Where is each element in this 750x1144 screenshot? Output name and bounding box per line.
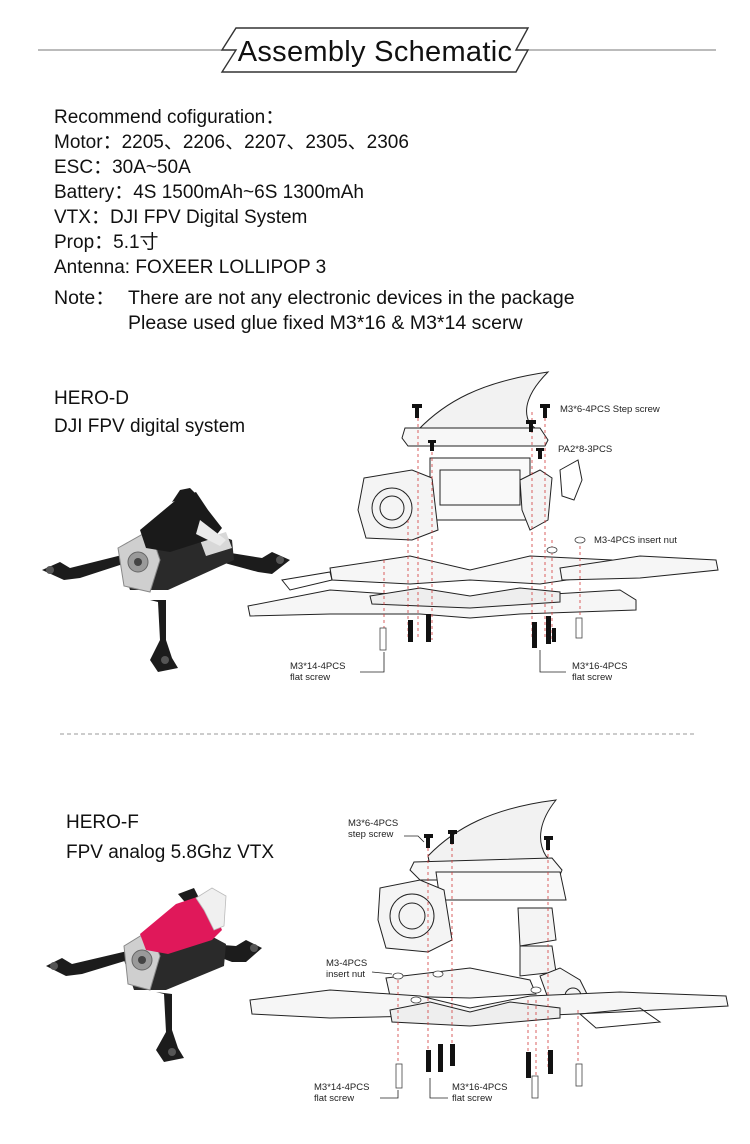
hero-f-step-line2: step screw [348,829,394,840]
hero-d-m16-label: M3*16-4PCS flat screw [572,661,627,683]
note-line-2: Please used glue fixed M3*16 & M3*14 sce… [128,312,523,334]
hero-f-m14-line1: M3*14-4PCS [314,1082,370,1093]
hero-f-m14-label: M3*14-4PCS flat screw [314,1082,369,1104]
hero-d-name: HERO-D [54,388,129,409]
hero-d-m14-line1: M3*14-4PCS [290,661,346,672]
config-prop: Prop：5.1寸 [54,232,159,253]
config-antenna: Antenna: FOXEER LOLLIPOP 3 [54,257,327,278]
config-vtx: VTX：DJI FPV Digital System [54,207,308,228]
config-esc: ESC：30A~50A [54,157,191,178]
hero-f-name: HERO-F [66,812,139,833]
hero-f-step-line1: M3*6-4PCS [348,818,399,829]
hero-d-pa2-label: PA2*8-3PCS [558,444,613,455]
hero-d-step-screw-label: M3*6-4PCS Step screw [560,404,660,415]
hero-d-guide-lines [383,412,581,640]
hero-f-camera-mount [377,879,453,953]
hero-f-m16-label: M3*16-4PCS flat screw [452,1082,507,1104]
hero-f-nut-line2: insert nut [326,969,366,980]
note-block: Note： There are not any electronic device… [54,286,575,336]
note-line-1: There are not any electronic devices in … [128,287,575,309]
hero-f-nut-line1: M3-4PCS [326,958,368,969]
hero-d-canopy [140,488,226,552]
hero-d-arm-right [559,555,719,581]
hero-d-m16-line1: M3*16-4PCS [572,661,628,672]
hero-d-screws [408,404,556,648]
hero-f-screws [424,830,553,1078]
title-frame [38,27,716,73]
hero-f-m16-line2: flat screw [452,1093,493,1104]
config-heading: Recommend cofiguration： [54,107,285,128]
hero-f-mid-plate [385,967,537,999]
hero-f-canopy [140,887,227,954]
hero-f-body [123,929,226,991]
hero-d-insert-nut-label: M3-4PCS insert nut [594,535,677,546]
hero-f-subtitle: FPV analog 5.8Ghz VTX [66,842,275,863]
hero-d-top-plate [401,427,549,447]
page-title: Assembly Schematic [237,36,513,68]
hero-d-m16-line2: flat screw [572,672,613,683]
hero-f-m16-line1: M3*16-4PCS [452,1082,508,1093]
hero-f-fin [427,799,558,867]
hero-d-m14-label: M3*14-4PCS flat screw [290,661,345,683]
hero-f-bottom-plate [249,989,729,1023]
hero-f-insert-nut-label: M3-4PCS insert nut [326,958,367,980]
hero-f-m14-line2: flat screw [314,1093,355,1104]
note-label: Note： [54,287,115,309]
config-battery: Battery：4S 1500mAh~6S 1300mAh [54,182,364,203]
hero-d-subtitle: DJI FPV digital system [54,416,246,437]
hero-f-step-screw-label: M3*6-4PCS step screw [348,818,398,840]
config-motor: Motor：2205、2206、2207、2305、2306 [54,132,409,153]
hero-f-guide-lines [397,836,579,1090]
hero-d-m14-line2: flat screw [290,672,331,683]
